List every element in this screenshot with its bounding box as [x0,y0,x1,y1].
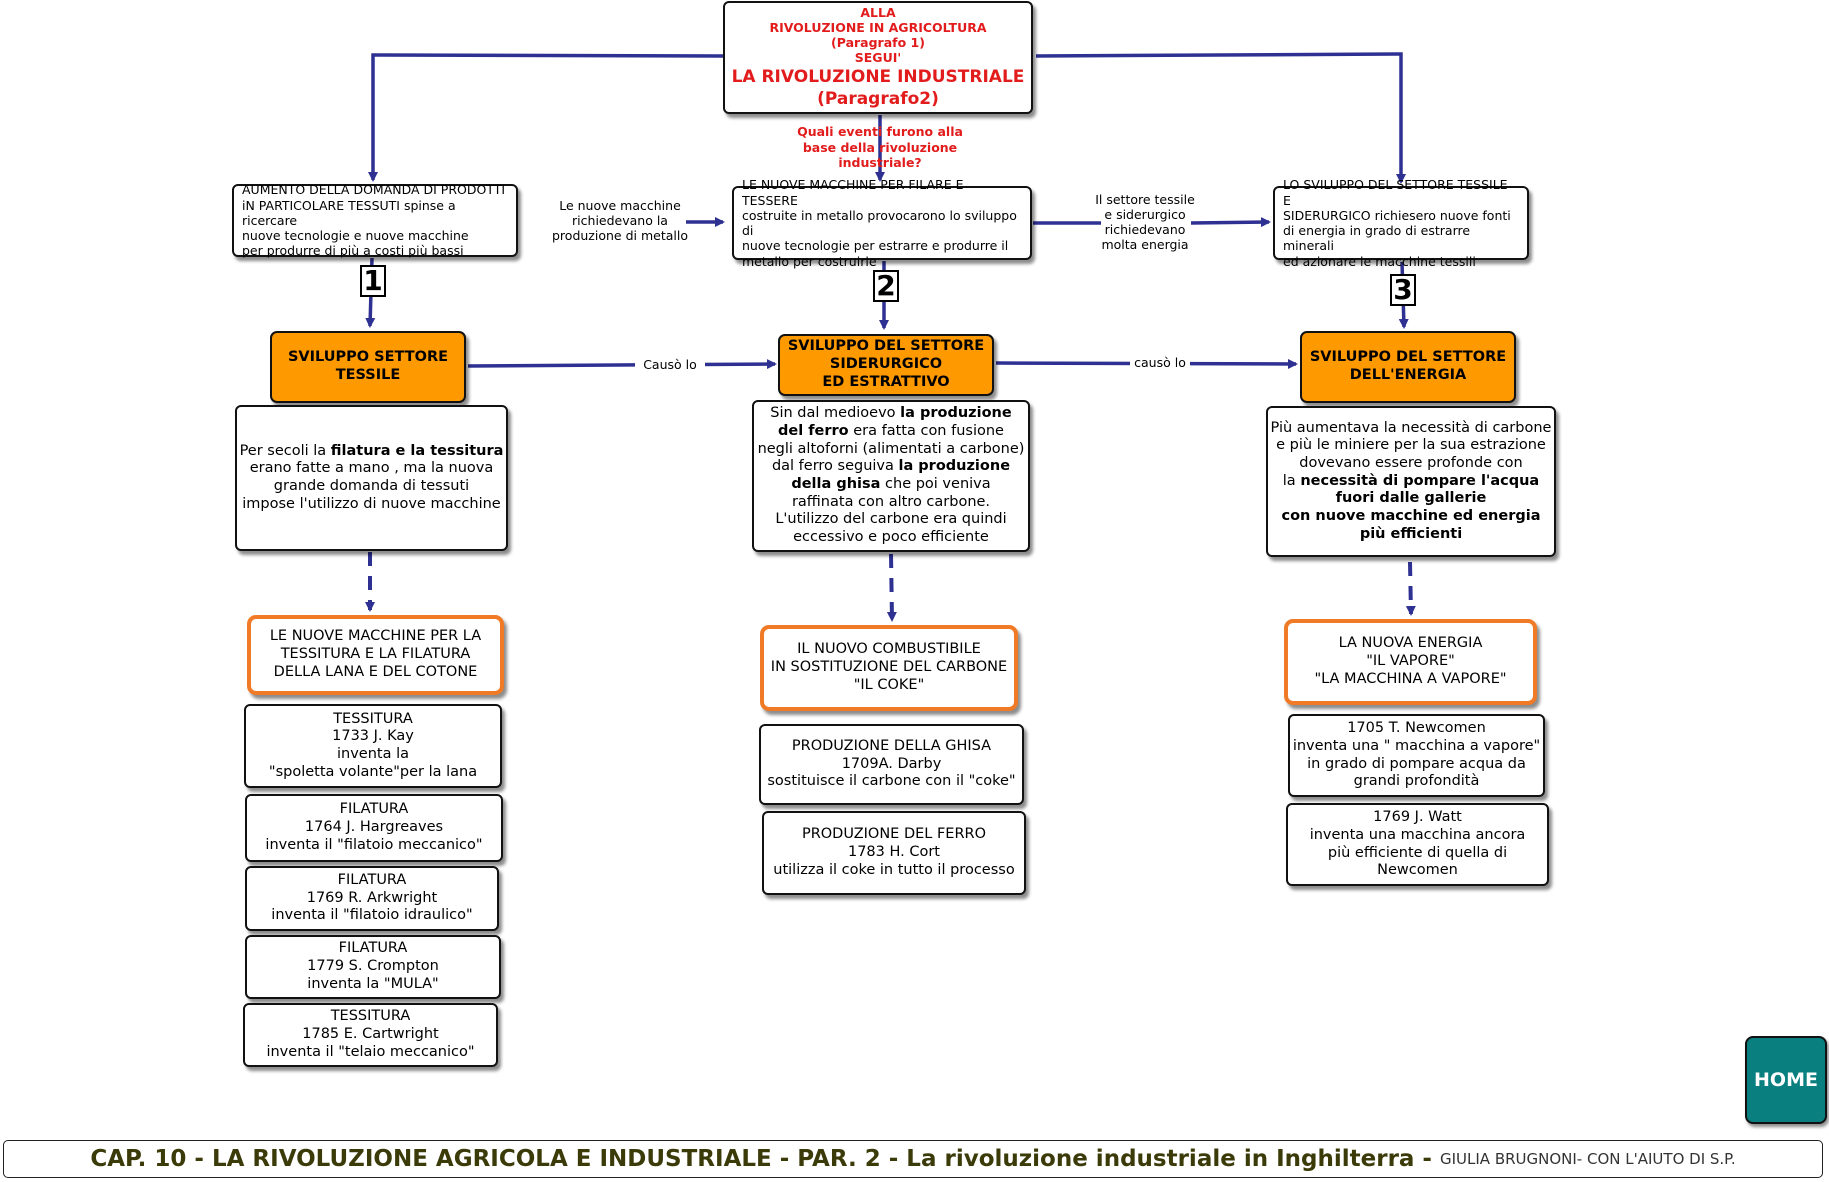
entry-energia-newcomen: 1705 T. Newcomen inventa una " macchina … [1288,714,1545,797]
home-button[interactable]: HOME [1745,1036,1827,1124]
connector-desc3-to-innov3 [1405,561,1416,616]
connector-desc2-to-innov2 [886,553,897,622]
description-box-siderurgico: Sin dal medioevo la produzione del ferro… [752,400,1030,552]
entry-tessile-kay: TESSITURA 1733 J. Kay inventa la "spolet… [244,704,502,788]
description-box-energia: Più aumentava la necessità di carbone e … [1266,406,1556,557]
step-number-3: 3 [1390,274,1416,306]
entry-tessile-cartwright: TESSITURA 1785 E. Cartwright inventa il … [243,1003,498,1067]
guiding-question: Quali eventi furono alla base della rivo… [797,124,963,171]
sector-box-energia: SVILUPPO DEL SETTORE DELL'ENERGIA [1300,331,1516,403]
innovation-box-tessile: LE NUOVE MACCHINE PER LA TESSITURA E LA … [247,615,504,695]
connector-sector1-to-sector2 [467,359,777,370]
link-label-energy: Il settore tessile e siderurgico richied… [1095,192,1195,252]
connector-top-left [368,53,724,182]
link-label-machines: Le nuove macchine richiedevano la produz… [552,198,688,243]
connector-top-right [1035,52,1406,184]
footer-banner: CAP. 10 - LA RIVOLUZIONE AGRICOLA E INDU… [3,1140,1823,1178]
description-box-tessile: Per secoli la filatura e la tessitura er… [235,405,508,551]
link-label-caused-1: Causò lo [635,357,705,372]
entry-energia-watt: 1769 J. Watt inventa una macchina ancora… [1286,803,1549,886]
cause-box-demand: AUMENTO DELLA DOMANDA DI PRODOTTI iN PAR… [232,182,518,258]
innovation-box-energia: LA NUOVA ENERGIA "IL VAPORE" "LA MACCHIN… [1284,619,1537,705]
entry-siderurgico-darby: PRODUZIONE DELLA GHISA 1709A. Darby sost… [759,724,1024,805]
entry-siderurgico-cort: PRODUZIONE DEL FERRO 1783 H. Cort utiliz… [762,811,1026,895]
main-topic-title: LA RIVOLUZIONE INDUSTRIALE (Paragrafo2) [731,67,1025,109]
innovation-box-siderurgico: IL NUOVO COMBUSTIBILE IN SOSTITUZIONE DE… [760,625,1018,711]
footer-author: GIULIA BRUGNONI- CON L'AIUTO DI S.P. [1439,1150,1736,1168]
connector-cause2-to-cause3 [1190,217,1271,228]
sector-box-siderurgico: SVILUPPO DEL SETTORE SIDERURGICO ED ESTR… [778,334,994,396]
step-number-1: 1 [360,265,386,297]
sector-box-tessile: SVILUPPO SETTORE TESSILE [270,331,466,403]
footer-title: CAP. 10 - LA RIVOLUZIONE AGRICOLA E INDU… [90,1146,1432,1172]
main-topic-intro: ALLA RIVOLUZIONE IN AGRICOLTURA (Paragra… [769,5,987,66]
main-topic-box: ALLA RIVOLUZIONE IN AGRICOLTURA (Paragra… [723,1,1033,114]
entry-tessile-arkwright: FILATURA 1769 R. Arkwright inventa il "f… [245,866,499,931]
entry-tessile-crompton: FILATURA 1779 S. Crompton inventa la "MU… [245,935,501,999]
link-label-caused-2: causò lo [1130,355,1190,370]
cause-box-energy-need: LO SVILUPPO DEL SETTORE TESSILE E SIDERU… [1273,177,1529,269]
cause-box-machines: LE NUOVE MACCHINE PER FILARE E TESSERE c… [732,177,1032,269]
entry-tessile-hargreaves: FILATURA 1764 J. Hargreaves inventa il "… [245,794,503,862]
step-number-2: 2 [873,270,899,302]
